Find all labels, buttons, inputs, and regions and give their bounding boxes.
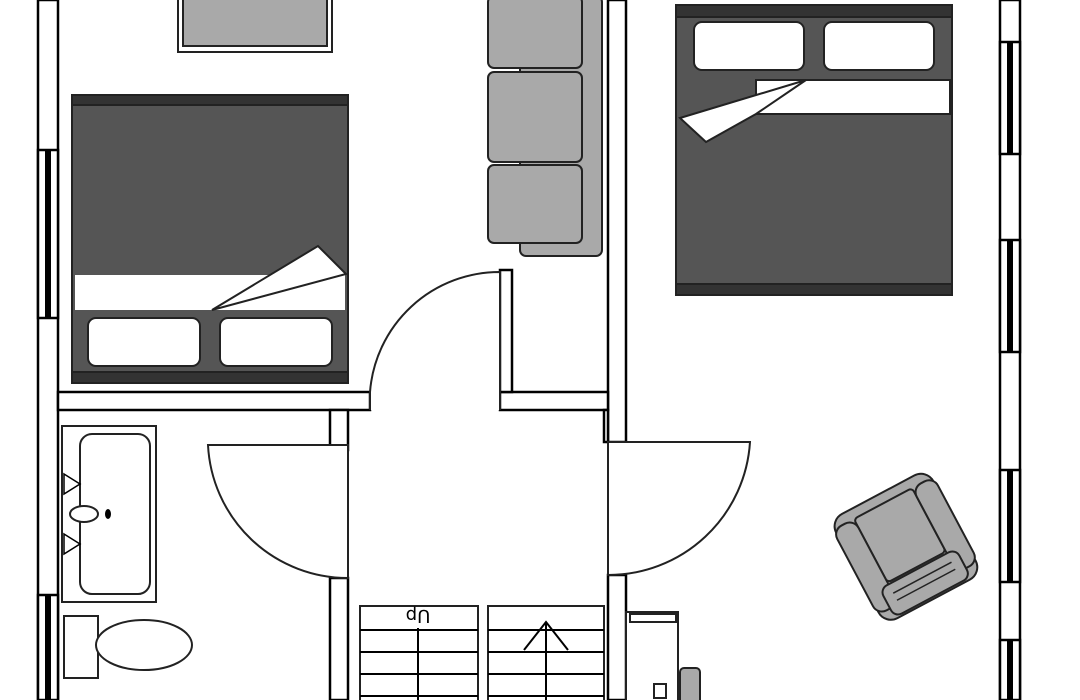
pillow [823,21,935,71]
bed-sheet [755,79,951,115]
sofa-cushion [487,164,583,244]
interior-wall [498,268,514,394]
desk [625,611,701,700]
desk-top [625,611,679,700]
sofa-cushion [487,71,583,163]
interior-wall [328,576,350,700]
dresser-inner [182,0,328,47]
windows [36,40,1022,700]
armchair-stripe [896,568,956,601]
toilet-icon [95,619,193,671]
bed-frame-bottom [675,283,953,296]
bathtub-tap [105,509,111,519]
door-swing-icon [206,444,349,580]
pillow [693,21,805,71]
window-icon [1007,240,1013,352]
bed-frame-top [675,4,953,18]
stairs: Up [359,605,605,700]
right-double-bed [675,4,953,296]
bathroom [61,425,193,679]
sofa [487,0,603,257]
desk-edge [629,613,677,623]
armchair [833,472,979,621]
armchair-stripe [892,561,952,594]
desk-chair [679,667,701,700]
interior-wall [498,390,610,412]
pillow [219,317,333,367]
interior-wall [606,573,628,700]
toilet-tank [63,615,99,679]
left-double-bed [71,94,349,384]
doors [206,270,752,580]
bed-frame-bottom [71,371,349,384]
window-icon [45,595,51,700]
window-icon [1007,470,1013,582]
window-icon [1007,640,1013,700]
window-icon [45,150,51,318]
interior-wall [606,0,628,444]
window-icon [1007,42,1013,154]
door-swing-icon [369,270,501,410]
bathtub-drain [69,505,99,523]
interior-wall [56,390,372,412]
bathtub-corner [63,532,82,556]
desk-item [653,683,667,699]
dresser [177,0,333,53]
sofa-cushion [487,0,583,69]
door-swing-icon [607,441,752,577]
armchair-arm [835,521,897,613]
armchair-arm [914,479,976,571]
bathtub-corner [63,472,82,496]
interior-walls [56,0,628,700]
bed-sheet-fold [678,79,807,144]
interior-wall [602,408,610,444]
armchair-back [881,550,969,616]
stairs-up-label: Up [406,605,431,626]
pillow [87,317,201,367]
bed-frame-top [71,94,349,106]
bed-sheet-fold [211,244,348,311]
stair-arrow-head [523,620,569,651]
